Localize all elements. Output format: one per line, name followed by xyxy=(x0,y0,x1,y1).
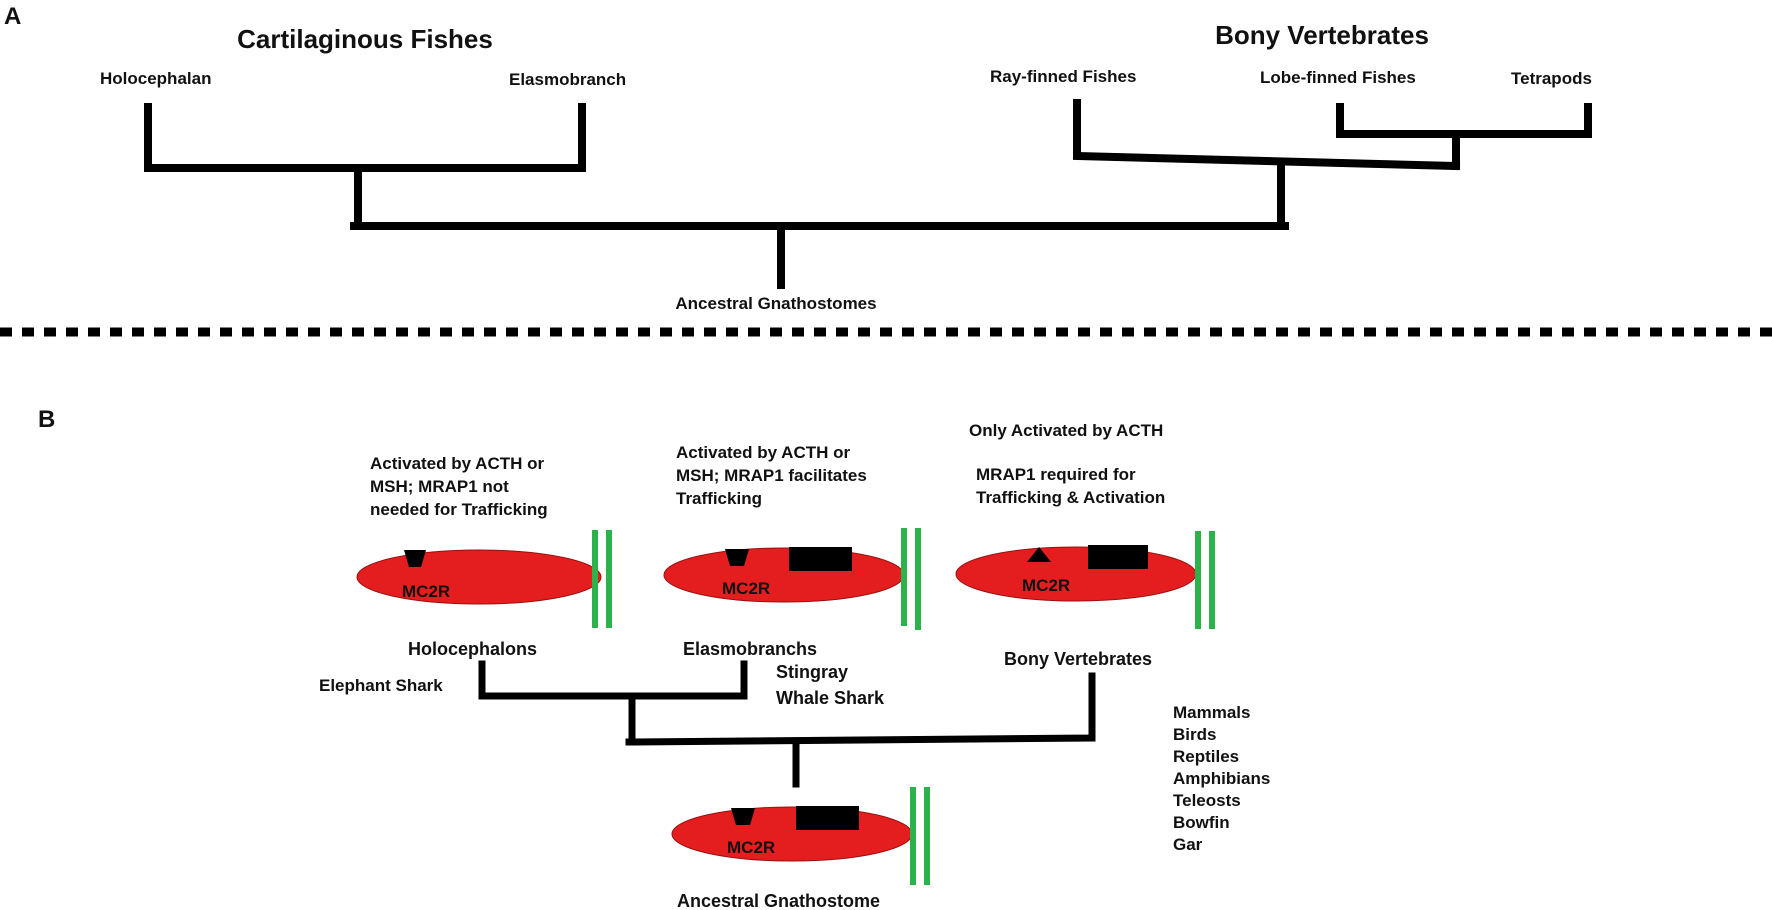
desc-line: MSH; MRAP1 not xyxy=(370,477,509,496)
membrane-icon xyxy=(606,530,612,628)
membrane-icon xyxy=(1209,531,1215,629)
desc-line: Trafficking xyxy=(676,489,762,508)
desc-line: MRAP1 required for xyxy=(976,465,1136,484)
desc-line: Only Activated by ACTH xyxy=(969,421,1163,440)
receptor-ancestral: MC2R xyxy=(671,787,930,885)
desc-line: Activated by ACTH or xyxy=(370,454,545,473)
membrane-icon xyxy=(910,787,916,885)
desc-line: MSH; MRAP1 facilitates xyxy=(676,466,867,485)
mc2r-label: MC2R xyxy=(727,838,775,857)
list-item: Amphibians xyxy=(1173,769,1270,788)
ancestor-label-b: Ancestral Gnathostome xyxy=(677,891,880,910)
taxon-elasmobranch: Elasmobranch xyxy=(509,70,626,89)
binding-pocket-trapezoid-icon xyxy=(725,549,749,566)
list-item: Gar xyxy=(1173,835,1203,854)
taxon-ray-finned: Ray-finned Fishes xyxy=(990,67,1136,86)
description-holocephalon: Activated by ACTH or MSH; MRAP1 not need… xyxy=(370,454,548,519)
desc-line: Trafficking & Activation xyxy=(976,488,1165,507)
membrane-icon xyxy=(901,528,907,626)
branch-sarcopterygii xyxy=(1336,103,1592,138)
mc2r-receptor xyxy=(671,806,913,862)
list-item: Reptiles xyxy=(1173,747,1239,766)
taxon-whale-shark: Whale Shark xyxy=(776,688,885,708)
desc-line: Activated by ACTH or xyxy=(676,443,851,462)
desc-line: needed for Trafficking xyxy=(370,500,548,519)
description-elasmobranch: Activated by ACTH or MSH; MRAP1 facilita… xyxy=(676,443,867,508)
list-item: Birds xyxy=(1173,725,1216,744)
binding-pocket-trapezoid-icon xyxy=(404,550,426,567)
tree-a xyxy=(144,99,1592,289)
taxon-bony-vertebrates: Bony Vertebrates xyxy=(1004,649,1152,669)
group-title-cartilaginous: Cartilaginous Fishes xyxy=(237,24,493,54)
list-item: Mammals xyxy=(1173,703,1250,722)
description-bony: Only Activated by ACTH MRAP1 required fo… xyxy=(969,421,1165,507)
membrane-icon xyxy=(924,787,930,885)
binding-pocket-trapezoid-icon xyxy=(731,808,755,825)
mc2r-label: MC2R xyxy=(1022,576,1070,595)
taxon-elasmobranchs: Elasmobranchs xyxy=(683,639,817,659)
panel-a-label: A xyxy=(4,3,21,30)
mc2r-receptor xyxy=(663,547,905,603)
tree-b xyxy=(478,660,1096,788)
mrap1-binding-domain-icon xyxy=(796,806,859,830)
list-item: Bowfin xyxy=(1173,813,1230,832)
branch-root-b xyxy=(625,672,1096,746)
taxon-tetrapods: Tetrapods xyxy=(1511,69,1592,88)
mrap1-binding-domain-icon xyxy=(1088,545,1148,569)
taxon-holocephalons: Holocephalons xyxy=(408,639,537,659)
ancestor-label-a: Ancestral Gnathostomes xyxy=(675,294,876,313)
receptor-elasmobranch: MC2R xyxy=(663,528,921,630)
branch-cartilaginous xyxy=(144,103,586,172)
membrane-icon xyxy=(915,528,921,630)
list-item: Teleosts xyxy=(1173,791,1241,810)
panel-b-label: B xyxy=(38,406,55,433)
mc2r-label: MC2R xyxy=(402,582,450,601)
mc2r-receptor xyxy=(356,549,602,605)
taxon-lobe-finned: Lobe-finned Fishes xyxy=(1260,68,1416,87)
branch-chondrichthyes xyxy=(478,660,748,700)
branch-osteichthyes xyxy=(1073,99,1461,171)
mc2r-label: MC2R xyxy=(722,579,770,598)
receptor-bony: MC2R xyxy=(955,531,1215,629)
bony-members-list: Mammals Birds Reptiles Amphibians Teleos… xyxy=(1173,703,1270,854)
group-title-bony: Bony Vertebrates xyxy=(1215,20,1429,50)
membrane-icon xyxy=(1195,531,1201,629)
taxon-elephant-shark: Elephant Shark xyxy=(319,676,443,695)
mrap1-binding-domain-icon xyxy=(789,547,852,571)
taxon-holocephalan: Holocephalan xyxy=(100,69,211,88)
mc2r-receptor xyxy=(955,546,1197,602)
binding-pocket-triangle-icon xyxy=(1027,547,1051,562)
receptor-holocephalon: MC2R xyxy=(356,530,612,628)
taxon-stingray: Stingray xyxy=(776,662,848,682)
membrane-icon xyxy=(592,530,598,628)
